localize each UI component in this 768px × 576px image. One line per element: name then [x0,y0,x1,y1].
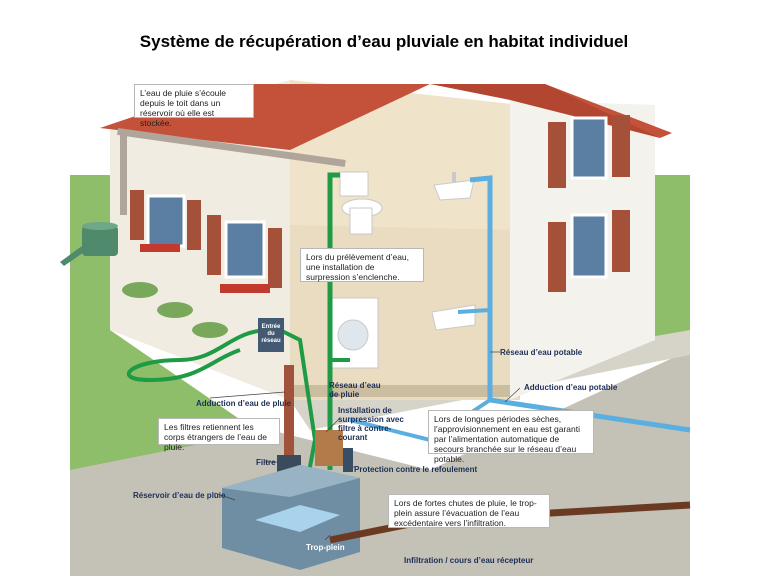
leader-lines [209,351,521,541]
washbasin-icon [433,172,475,201]
lawn-left [70,175,290,470]
garden-hose [126,328,271,383]
window-right-1 [548,115,630,188]
roof-ridge [430,84,660,138]
note-filters: Les filtres retiennent les corps étrange… [158,418,280,452]
toilet-icon [339,171,383,235]
downpipe [120,135,127,215]
label-reservoir: Réservoir d’eau de pluie [133,491,226,500]
note-heavy-rain: Lors de fortes chutes de pluie, le trop-… [388,494,550,528]
label-filtre: Filtre [256,458,276,467]
watering-can-icon [60,222,118,266]
pressure-unit [315,430,353,472]
label-adduction-potable: Adduction d’eau potable [524,383,618,392]
note-pressure: Lors du prélèvement d’eau, une installat… [300,248,424,282]
label-infiltration: Infiltration / cours d’eau récepteur [404,556,534,565]
floor-slab-lower [290,385,520,397]
rainwater-tank [222,465,360,570]
label-adduction-pluie: Adduction d’eau de pluie [196,399,292,408]
shrubs [122,282,228,338]
connection-box-label: Entrée du réseau [261,324,281,344]
note-roof: L’eau de pluie s’écoule depuis le toit d… [134,84,254,128]
rainwater-inlet-pipe [284,365,294,460]
label-trop-plein: Trop-plein [306,543,345,552]
window-right-2 [548,210,630,292]
label-installation: Installation de surpression avec filtre … [338,406,404,442]
window-left-1 [130,190,201,252]
label-protection: Protection contre le refoulement [354,465,478,474]
label-reseau-pluie: Réseau d’eau de pluie [329,381,381,399]
diagram-title: Système de récupération d’eau pluviale e… [139,32,629,51]
lawn-right [655,175,690,360]
window-left-2 [207,215,282,293]
label-reseau-potable: Réseau d’eau potable [500,348,583,357]
connection-box [258,318,284,352]
gutter [117,128,346,167]
washing-machine-icon [327,297,379,369]
rainwater-supply-pipe [327,172,340,470]
potable-branch [457,308,491,314]
note-dry-periods: Lors de longues périodes sèches, l’appro… [428,410,594,464]
